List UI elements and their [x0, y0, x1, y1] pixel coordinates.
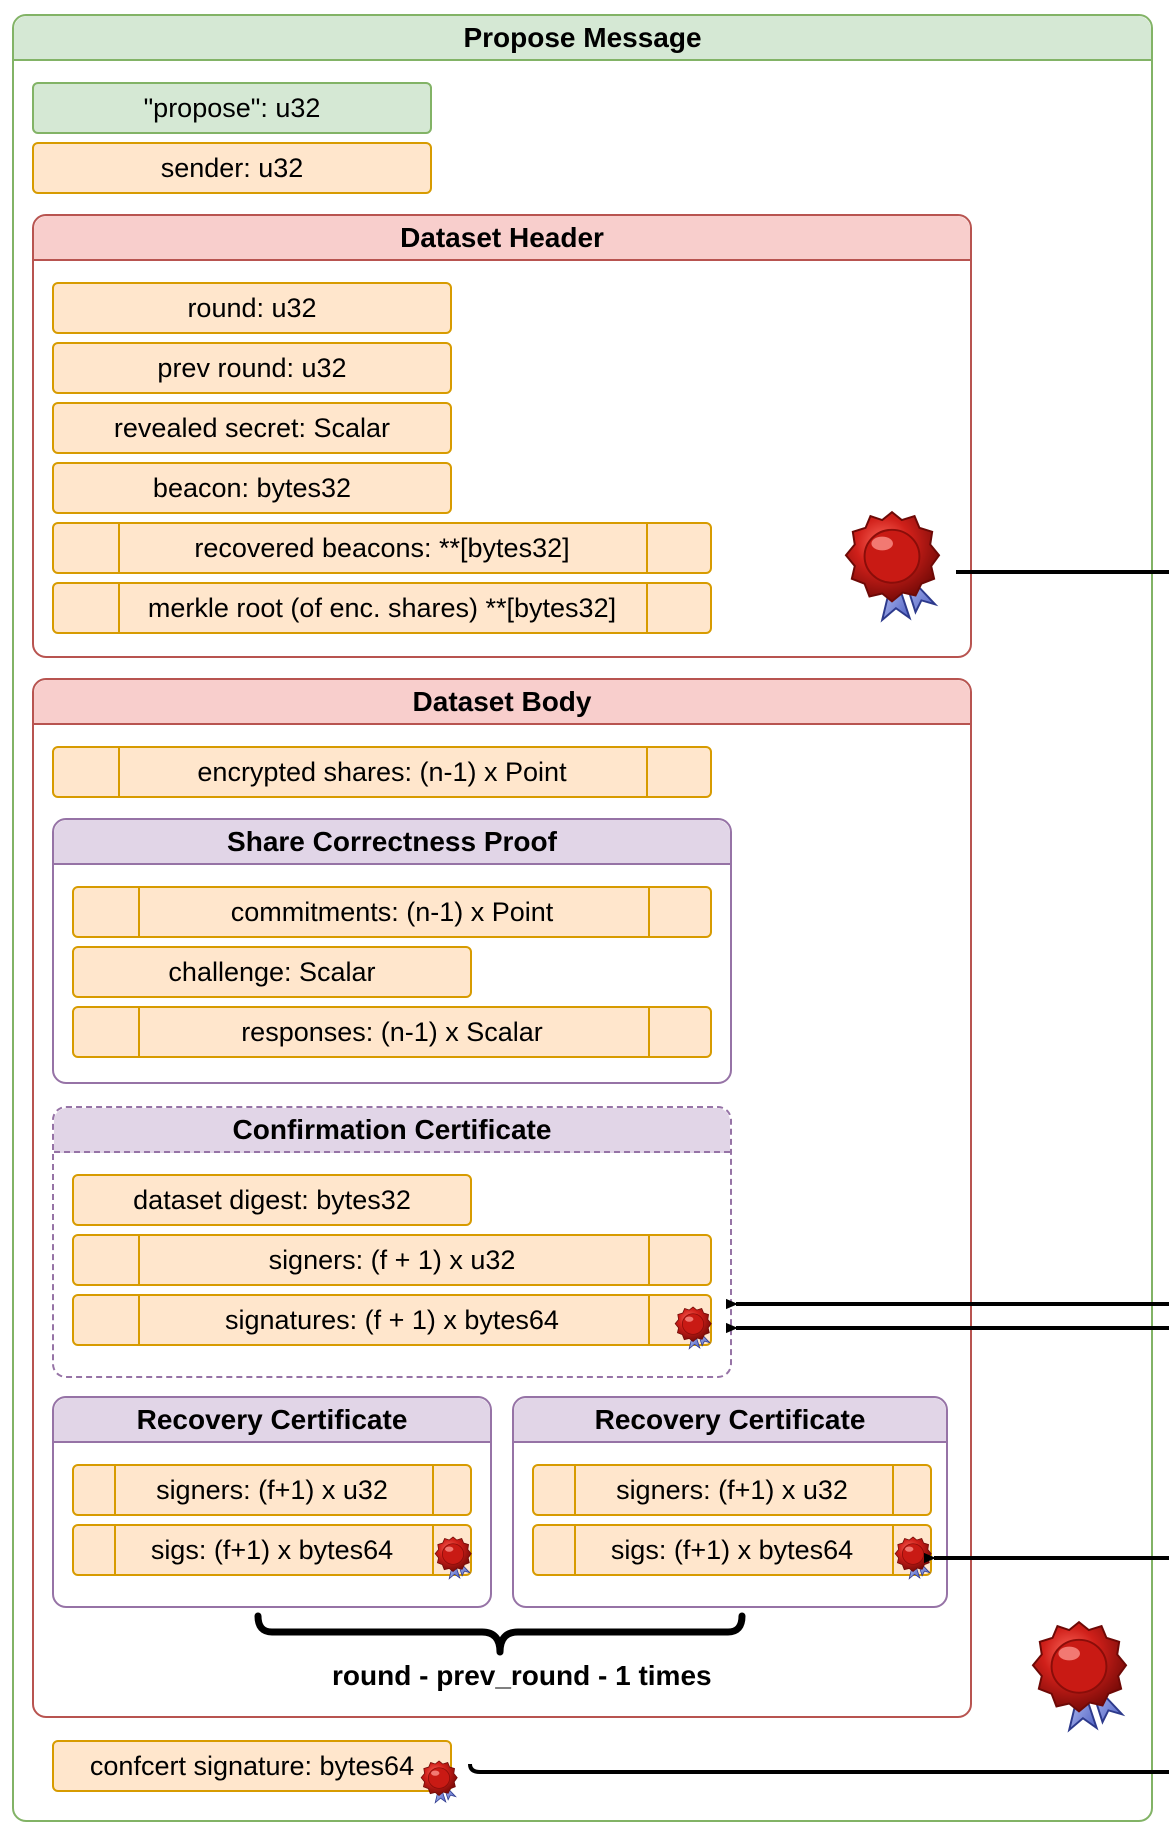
wax-seal-icon	[1031, 1621, 1128, 1731]
dataset-body-title: Dataset Body	[34, 680, 970, 725]
signers-field: signers: (f + 1) x u32	[72, 1234, 712, 1286]
recovery-sigs-field: sigs: (f+1) x bytes64	[72, 1524, 472, 1576]
wax-seal-icon	[844, 511, 941, 621]
wax-seal-icon	[894, 1536, 932, 1580]
dataset-digest-field: dataset digest: bytes32	[72, 1174, 472, 1226]
revealed-secret-field: revealed secret: Scalar	[52, 402, 452, 454]
repeat-label: round - prev_round - 1 times	[332, 1660, 712, 1691]
propose-message-title: Propose Message	[14, 16, 1151, 61]
wax-seal-icon	[674, 1306, 712, 1350]
commitments-field: commitments: (n-1) x Point	[72, 886, 712, 938]
share-correctness-proof-title: Share Correctness Proof	[54, 820, 730, 865]
round-field: round: u32	[52, 282, 452, 334]
encrypted-shares-field: encrypted shares: (n-1) x Point	[52, 746, 712, 798]
signatures-field: signatures: (f + 1) x bytes64	[72, 1294, 712, 1346]
sender-field: sender: u32	[32, 142, 432, 194]
responses-field: responses: (n-1) x Scalar	[72, 1006, 712, 1058]
beacon-field: beacon: bytes32	[52, 462, 452, 514]
confcert-signature-field: confcert signature: bytes64	[52, 1740, 452, 1792]
confirmation-certificate-title: Confirmation Certificate	[54, 1108, 730, 1153]
recovery-signers-field: signers: (f+1) x u32	[532, 1464, 932, 1516]
propose-field: "propose": u32	[32, 82, 432, 134]
dataset-header-title: Dataset Header	[34, 216, 970, 261]
challenge-field: challenge: Scalar	[72, 946, 472, 998]
prev-round-field: prev round: u32	[52, 342, 452, 394]
recovery-signers-field: signers: (f+1) x u32	[72, 1464, 472, 1516]
recovery-sigs-field: sigs: (f+1) x bytes64	[532, 1524, 932, 1576]
merkle-root-field: merkle root (of enc. shares) **[bytes32]	[52, 582, 712, 634]
wax-seal-icon	[434, 1536, 472, 1580]
recovery-certificate-title: Recovery Certificate	[514, 1398, 946, 1443]
recovered-beacons-field: recovered beacons: **[bytes32]	[52, 522, 712, 574]
repeat-brace	[254, 1612, 746, 1656]
wax-seal-icon	[420, 1760, 458, 1804]
recovery-certificate-title: Recovery Certificate	[54, 1398, 490, 1443]
